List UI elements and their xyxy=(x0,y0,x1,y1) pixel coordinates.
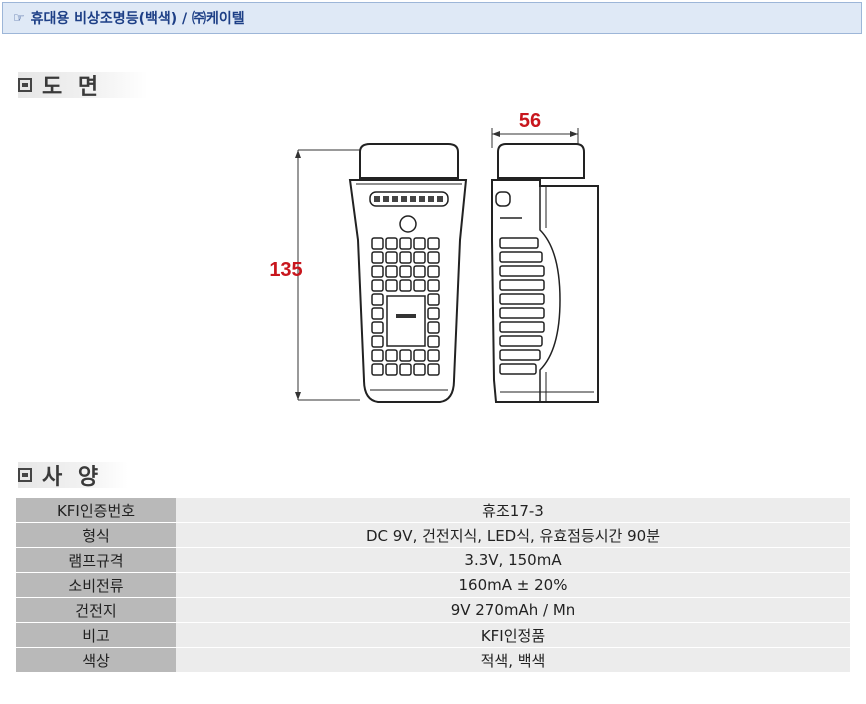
spec-section-title: 사 양 xyxy=(42,465,103,490)
drawing-section-heading: 도 면 xyxy=(18,72,148,100)
spec-key: 비고 xyxy=(16,622,176,648)
spec-value: KFI인정품 xyxy=(176,622,850,648)
spec-value: DC 9V, 건전지식, LED식, 유효점등시간 90분 xyxy=(176,522,850,548)
table-row: 램프규격 3.3V, 150mA xyxy=(16,547,850,573)
table-row: 형식 DC 9V, 건전지식, LED식, 유효점등시간 90분 xyxy=(16,522,850,548)
product-title-bar: ☞ 휴대용 비상조명등(백색) / ㈜케이텔 xyxy=(2,2,862,34)
drawing-section-title: 도 면 xyxy=(42,75,103,100)
product-title: 휴대용 비상조명등(백색) / ㈜케이텔 xyxy=(30,11,245,27)
spec-table: KFI인증번호 휴조17-3 형식 DC 9V, 건전지식, LED식, 유효점… xyxy=(16,498,850,673)
pointing-hand-icon: ☞ xyxy=(13,10,25,26)
spec-key: 소비전류 xyxy=(16,572,176,598)
width-dimension xyxy=(491,128,579,148)
spec-value: 적색, 백색 xyxy=(176,647,850,673)
spec-section-heading: 사 양 xyxy=(18,462,128,490)
height-dimension xyxy=(295,149,360,401)
front-view xyxy=(348,143,468,403)
spec-key: 램프규격 xyxy=(16,547,176,573)
spec-key: 건전지 xyxy=(16,597,176,623)
side-view xyxy=(491,143,599,403)
spec-key: 색상 xyxy=(16,647,176,673)
product-drawing: 135 56 xyxy=(269,110,599,403)
spec-value: 9V 270mAh / Mn xyxy=(176,597,850,623)
square-bullet-icon xyxy=(18,78,32,92)
spec-key: KFI인증번호 xyxy=(16,498,176,523)
square-bullet-icon xyxy=(18,468,32,482)
width-label: 56 xyxy=(519,110,541,132)
table-row: 건전지 9V 270mAh / Mn xyxy=(16,597,850,623)
table-row: 비고 KFI인정품 xyxy=(16,622,850,648)
spec-value: 160mA ± 20% xyxy=(176,572,850,598)
spec-key: 형식 xyxy=(16,522,176,548)
table-row: 소비전류 160mA ± 20% xyxy=(16,572,850,598)
height-label: 135 xyxy=(269,259,302,281)
table-row: 색상 적색, 백색 xyxy=(16,647,850,673)
spec-value: 휴조17-3 xyxy=(176,498,850,523)
table-row: KFI인증번호 휴조17-3 xyxy=(16,498,850,523)
spec-value: 3.3V, 150mA xyxy=(176,547,850,573)
